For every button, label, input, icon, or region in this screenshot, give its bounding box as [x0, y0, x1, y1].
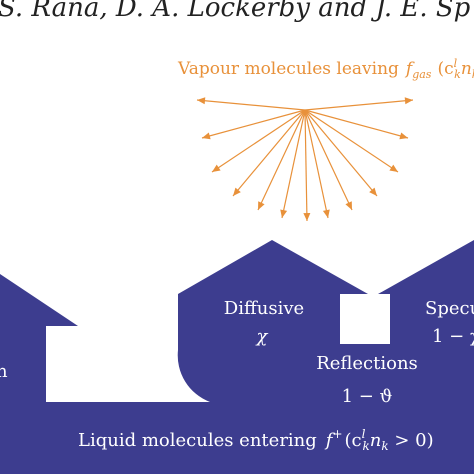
vapour-arrow-line	[211, 109, 306, 173]
liquid-n-sub: k	[381, 439, 388, 453]
vapour-c-sub: k	[454, 68, 461, 81]
vapour-arrowhead	[197, 97, 206, 105]
vapour-f-subscript: gas	[412, 68, 432, 81]
vapour-arrow-line	[304, 109, 378, 197]
vapour-arrowhead	[404, 97, 413, 105]
specular-value: 1 − χ	[432, 326, 474, 347]
vapour-arrow-line	[257, 109, 306, 211]
vapour-arrowhead	[322, 209, 330, 218]
reflections-value: 1 − ϑ	[342, 386, 393, 407]
liquid-c-sub: k	[362, 439, 369, 453]
vapour-paren-c: (c	[437, 59, 453, 79]
vapour-f-symbol: f	[404, 59, 415, 79]
vapour-label-prefix: Vapour molecules leaving	[177, 59, 399, 79]
vapour-arrow-line	[232, 109, 306, 197]
liquid-f-sup: +	[332, 427, 342, 441]
vapour-arrow-line	[196, 99, 306, 111]
liquid-n-var: n	[370, 430, 382, 451]
vapour-arrow-line	[304, 109, 308, 222]
header-authors: S. Rana, D. A. Lockerby and J. E. Sp	[0, 0, 471, 23]
vapour-arrow-line	[304, 99, 414, 111]
vapour-arrow-line	[281, 109, 306, 219]
vapour-arrowhead	[389, 164, 398, 172]
specular-label: Specu	[425, 298, 474, 319]
vapour-arrowhead	[258, 201, 265, 210]
diffusive-symbol: χ	[255, 326, 269, 347]
vapour-c-sup: l	[454, 57, 458, 70]
diffusive-label: Diffusive	[224, 298, 304, 319]
liquid-paren-c: (c	[345, 430, 362, 451]
vapour-arrow-line	[304, 109, 409, 139]
vapour-arrow-line	[304, 109, 399, 173]
reflections-label: Reflections	[316, 353, 418, 374]
vapour-arrowhead	[212, 164, 221, 172]
vapour-arrowhead	[303, 212, 311, 221]
vapour-n-sub: k	[472, 68, 474, 81]
vapour-arrow-fan	[196, 97, 414, 222]
vapour-arrow-line	[304, 109, 353, 211]
vapour-arrowhead	[369, 187, 377, 196]
liquid-c-sup: l	[362, 427, 366, 441]
liquid-label-prefix: Liquid molecules entering	[78, 430, 317, 451]
vapour-arrowhead	[280, 209, 288, 218]
liquid-tail: > 0)	[389, 430, 434, 451]
vapour-arrow-line	[304, 109, 329, 219]
vapour-arrow-line	[201, 109, 306, 139]
vapour-arrowhead	[345, 201, 352, 210]
vapour-arrowhead	[233, 187, 241, 196]
vapour-n-var: n	[461, 59, 472, 79]
vapour-arrowhead	[202, 132, 211, 140]
liquid-surface	[0, 240, 474, 474]
vapour-arrowhead	[399, 132, 408, 140]
left-label-fragment: n	[0, 361, 8, 382]
